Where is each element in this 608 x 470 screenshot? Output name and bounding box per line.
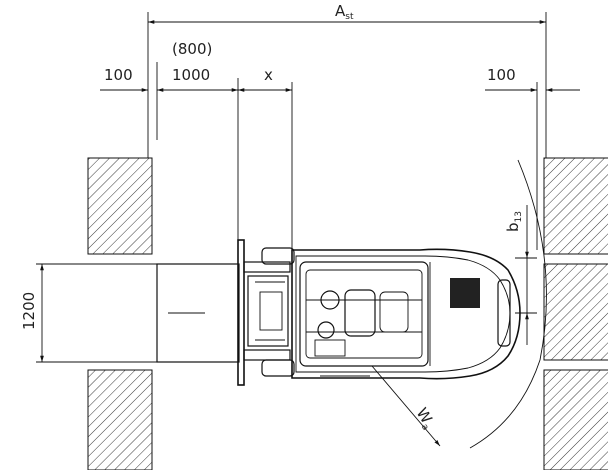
pallet-load	[156, 263, 240, 363]
dim-wa-line	[371, 365, 441, 447]
dim-100-left-label: 100	[104, 66, 133, 84]
fork-top	[243, 261, 291, 273]
rack-block-left-top	[87, 157, 153, 255]
counterweight-panel	[450, 278, 480, 308]
dim-1200-label: 1200	[20, 292, 38, 330]
dim-800-label: (800)	[172, 40, 212, 58]
overhead-guard	[299, 261, 429, 367]
fork-carriage-plate	[237, 239, 245, 386]
turning-radius-arc	[469, 159, 547, 449]
chassis-outline	[291, 248, 521, 380]
mast-frame	[247, 275, 289, 347]
operator-seat	[344, 289, 376, 337]
wa-label: Wa	[411, 405, 439, 433]
b13-label: b13	[504, 211, 524, 232]
rack-block-right-bottom	[543, 369, 608, 470]
rack-block-right-top	[543, 157, 608, 255]
forklift-top-view	[237, 239, 521, 386]
fork-bottom	[243, 349, 291, 361]
front-wheel-bottom	[261, 359, 295, 377]
dim-1000-label: 1000	[172, 66, 210, 84]
steering-wheel	[320, 290, 340, 310]
ast-label: Ast	[335, 2, 354, 22]
rack-block-right-middle	[543, 263, 608, 361]
front-wheel-top	[261, 247, 295, 265]
dim-100-right-label: 100	[487, 66, 516, 84]
dim-x-label: x	[264, 66, 273, 84]
rear-wheel	[497, 279, 511, 347]
rack-block-left-bottom	[87, 369, 153, 470]
